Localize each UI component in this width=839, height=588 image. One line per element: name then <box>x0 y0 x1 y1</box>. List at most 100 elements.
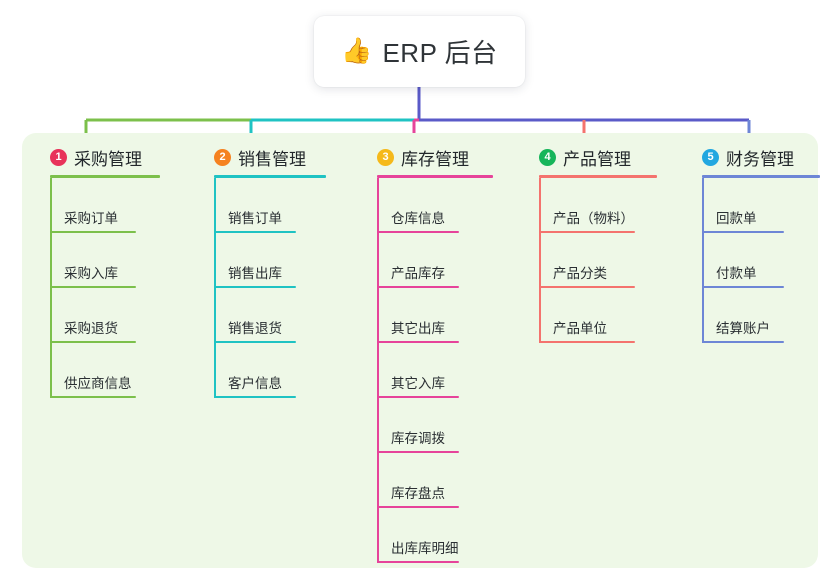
module-spine <box>377 178 379 563</box>
module-item[interactable]: 付款单 <box>688 233 838 288</box>
module-item-rule <box>214 341 296 343</box>
module-item-rule <box>50 396 136 398</box>
module-item-label: 采购退货 <box>64 321 118 336</box>
module-item-label: 产品分类 <box>553 266 607 281</box>
module-column: 5 财务管理回款单付款单结算账户 <box>688 145 838 343</box>
module-header-rule <box>377 175 493 178</box>
module-item-label: 出库库明细 <box>391 541 459 556</box>
module-item[interactable]: 产品（物料） <box>525 178 685 233</box>
module-spine <box>50 178 52 398</box>
module-number-badge: 4 <box>539 148 556 166</box>
module-header-rule <box>214 175 326 178</box>
module-title: 销售管理 <box>238 149 306 169</box>
thumbs-up-icon: 👍 <box>341 37 373 65</box>
module-header-rule <box>702 175 820 178</box>
module-item-rule <box>214 231 296 233</box>
module-item-rule <box>702 286 784 288</box>
module-column: 4 产品管理产品（物料） 产品分类产品单位 <box>525 145 685 343</box>
module-item-label: 其它入库 <box>391 376 445 391</box>
module-spine <box>702 178 704 343</box>
module-item-list: 回款单付款单结算账户 <box>688 178 838 343</box>
module-spine <box>539 178 541 343</box>
module-item[interactable]: 结算账户 <box>688 288 838 343</box>
module-item[interactable]: 供应商信息 <box>36 343 188 398</box>
module-item[interactable]: 采购入库 <box>36 233 188 288</box>
module-item-label: 销售退货 <box>228 321 282 336</box>
module-column: 3 库存管理仓库信息产品库存其它出库其它入库库存调拨库存盘点出库库明细 <box>363 145 515 563</box>
module-item-rule <box>539 286 635 288</box>
module-number-badge: 5 <box>702 148 719 166</box>
module-item-rule <box>377 396 459 398</box>
module-item-label: 其它出库 <box>391 321 445 336</box>
module-item-rule <box>539 231 635 233</box>
module-item-label: 采购入库 <box>64 266 118 281</box>
module-item[interactable]: 库存盘点 <box>363 453 515 508</box>
module-item-label: 产品单位 <box>553 321 607 336</box>
module-item-list: 采购订单采购入库采购退货供应商信息 <box>36 178 188 398</box>
module-item-list: 仓库信息产品库存其它出库其它入库库存调拨库存盘点出库库明细 <box>363 178 515 563</box>
module-item-rule <box>377 506 459 508</box>
module-item-label: 结算账户 <box>716 321 770 336</box>
module-header-rule <box>539 175 657 178</box>
module-item-label: 库存盘点 <box>391 486 445 501</box>
module-item[interactable]: 客户信息 <box>200 343 352 398</box>
module-item[interactable]: 采购退货 <box>36 288 188 343</box>
root-title: ERP 后台 <box>382 38 498 68</box>
module-item-list: 销售订单销售出库销售退货客户信息 <box>200 178 352 398</box>
module-item-label: 回款单 <box>716 211 757 226</box>
module-item-label: 销售订单 <box>228 211 282 226</box>
module-header[interactable]: 3 库存管理 <box>363 145 515 169</box>
module-column: 1 采购管理采购订单采购入库采购退货供应商信息 <box>36 145 188 398</box>
module-item-rule <box>377 286 459 288</box>
module-item[interactable]: 其它出库 <box>363 288 515 343</box>
module-item-label: 供应商信息 <box>64 376 132 391</box>
module-item-list: 产品（物料） 产品分类产品单位 <box>525 178 685 343</box>
module-item-rule <box>50 341 136 343</box>
module-item-rule <box>377 451 459 453</box>
module-item-label: 产品（物料） <box>553 211 634 226</box>
module-header[interactable]: 2 销售管理 <box>200 145 352 169</box>
module-item-rule <box>214 286 296 288</box>
module-item[interactable]: 库存调拨 <box>363 398 515 453</box>
module-item[interactable]: 出库库明细 <box>363 508 515 563</box>
module-item-rule <box>702 341 784 343</box>
module-item[interactable]: 销售退货 <box>200 288 352 343</box>
module-item[interactable]: 回款单 <box>688 178 838 233</box>
root-node[interactable]: 👍 ERP 后台 <box>314 16 525 87</box>
module-header[interactable]: 4 产品管理 <box>525 145 685 169</box>
module-title: 库存管理 <box>401 149 469 169</box>
module-item[interactable]: 仓库信息 <box>363 178 515 233</box>
module-item-label: 产品库存 <box>391 266 445 281</box>
module-number-badge: 3 <box>377 148 394 166</box>
module-item-rule <box>377 561 459 563</box>
module-item[interactable]: 销售订单 <box>200 178 352 233</box>
module-item-rule <box>539 341 635 343</box>
module-item-rule <box>702 231 784 233</box>
module-item-label: 付款单 <box>716 266 757 281</box>
module-item-label: 库存调拨 <box>391 431 445 446</box>
module-header[interactable]: 5 财务管理 <box>688 145 838 169</box>
module-item[interactable]: 产品分类 <box>525 233 685 288</box>
module-item[interactable]: 产品库存 <box>363 233 515 288</box>
module-item-rule <box>377 231 459 233</box>
module-item-rule <box>214 396 296 398</box>
module-item-rule <box>50 231 136 233</box>
module-title: 产品管理 <box>563 149 631 169</box>
module-number-badge: 2 <box>214 148 231 166</box>
module-item[interactable]: 采购订单 <box>36 178 188 233</box>
module-item-label: 仓库信息 <box>391 211 445 226</box>
module-title: 财务管理 <box>726 149 794 169</box>
module-header[interactable]: 1 采购管理 <box>36 145 188 169</box>
module-column: 2 销售管理销售订单销售出库销售退货客户信息 <box>200 145 352 398</box>
module-item[interactable]: 销售出库 <box>200 233 352 288</box>
module-title: 采购管理 <box>74 149 142 169</box>
module-item[interactable]: 其它入库 <box>363 343 515 398</box>
modules-panel <box>22 133 818 568</box>
module-spine <box>214 178 216 398</box>
module-item-rule <box>50 286 136 288</box>
module-item[interactable]: 产品单位 <box>525 288 685 343</box>
module-number-badge: 1 <box>50 148 67 166</box>
module-item-label: 销售出库 <box>228 266 282 281</box>
module-item-label: 客户信息 <box>228 376 282 391</box>
